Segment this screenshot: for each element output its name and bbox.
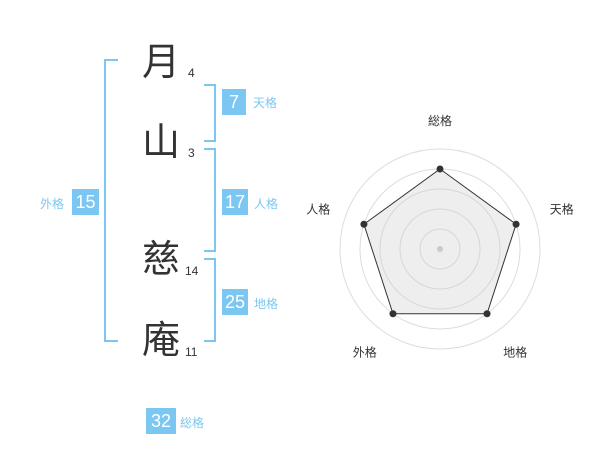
chikaku-label: 地格 (254, 297, 279, 311)
stroke-count-3: 14 (185, 264, 199, 278)
radar-ring-2 (399, 208, 481, 290)
gaikaku-bracket (104, 59, 118, 342)
radar-axis-label-3: 外格 (353, 345, 377, 360)
name-char-4: 庵 (141, 318, 180, 362)
name-char-3: 慈 (141, 237, 180, 281)
radar-point-0 (436, 165, 444, 173)
name-char-2: 山 (141, 120, 180, 164)
jinkaku-value-badge: 17 (222, 189, 248, 215)
stroke-count-1: 4 (188, 66, 195, 80)
jinkaku-bracket (204, 148, 216, 252)
tenkaku-value-badge: 7 (222, 89, 246, 115)
tenkaku-bracket (204, 84, 216, 142)
radar-axis-label-1: 天格 (550, 201, 574, 216)
radar-point-3 (389, 310, 397, 318)
name-char-1: 月 (141, 40, 180, 84)
radar-value-polygon (363, 168, 517, 315)
tenkaku-label: 天格 (253, 96, 278, 110)
radar-polygon-group (363, 168, 517, 315)
gaikaku-label: 外格 (40, 197, 65, 211)
radar-center-dot (437, 246, 443, 252)
soukaku-label: 総格 (180, 416, 205, 430)
radar-axis-label-4: 人格 (306, 201, 330, 216)
soukaku-value-badge: 32 (146, 408, 176, 434)
radar-rings (339, 148, 541, 350)
stroke-count-4: 11 (185, 345, 198, 359)
jinkaku-label: 人格 (254, 197, 279, 211)
radar-ring-1 (419, 228, 461, 270)
radar-ring-3 (379, 188, 501, 310)
radar-point-1 (512, 220, 520, 228)
chikaku-bracket (204, 258, 216, 342)
radar-axis-label-0: 総格 (428, 113, 452, 128)
radar-point-2 (483, 310, 491, 318)
radar-axis-label-2: 地格 (503, 345, 527, 360)
stroke-count-2: 3 (188, 146, 195, 160)
gaikaku-value-badge: 15 (72, 189, 99, 215)
chikaku-value-badge: 25 (222, 289, 248, 315)
radar-point-4 (360, 220, 368, 228)
radar-points (360, 165, 520, 318)
